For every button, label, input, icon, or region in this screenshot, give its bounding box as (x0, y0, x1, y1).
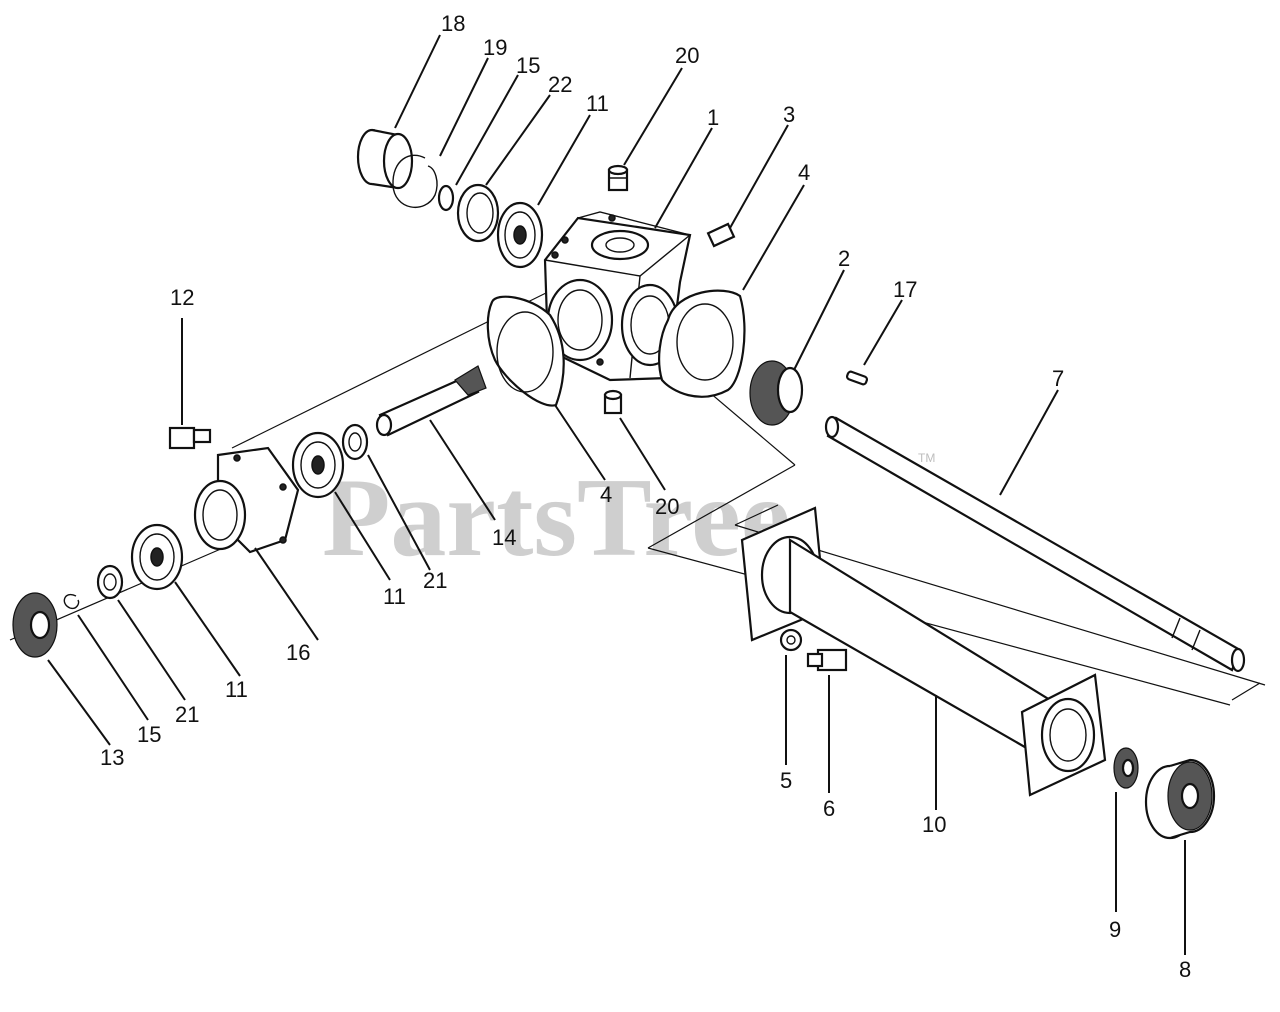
callout-18: 18 (441, 11, 465, 36)
part-3-vent (706, 222, 736, 248)
callout-19: 19 (483, 35, 507, 60)
part-17-key (845, 370, 869, 386)
callout-13: 13 (100, 745, 124, 770)
part-7-axle-shaft (824, 415, 1246, 673)
callout-labels: 18 19 15 22 11 20 1 3 4 2 17 7 12 4 20 1… (100, 11, 1191, 982)
callout-20-top: 20 (675, 43, 699, 68)
part-6-bolt (806, 648, 848, 672)
part-8-bearing (1144, 758, 1216, 840)
callout-12: 12 (170, 285, 194, 310)
callout-10: 10 (922, 812, 946, 837)
part-13-gear (12, 592, 58, 658)
watermark-text: PartsTree (322, 456, 791, 580)
part-20-plug-bottom (603, 389, 623, 415)
part-4-gasket-right (658, 289, 746, 398)
part-5-washer (779, 628, 803, 652)
callout-4-right: 4 (798, 160, 810, 185)
callout-6: 6 (823, 796, 835, 821)
part-19-snap-ring (392, 154, 438, 208)
callout-15-lower: 15 (137, 722, 161, 747)
callout-16: 16 (286, 640, 310, 665)
part-20-plug-top (607, 164, 629, 192)
part-18-sleeve (356, 128, 414, 190)
callout-9: 9 (1109, 917, 1121, 942)
callout-15-top: 15 (516, 53, 540, 78)
part-21-washer-upper (341, 423, 369, 461)
part-9-seal (1113, 747, 1139, 789)
watermark-trademark: TM (918, 451, 935, 465)
part-11-bearing-lower (130, 523, 184, 591)
callout-3: 3 (783, 102, 795, 127)
part-12-bolt (168, 426, 212, 450)
callout-20-bottom: 20 (655, 494, 679, 519)
callout-11-lower: 11 (225, 677, 248, 702)
callout-17: 17 (893, 277, 917, 302)
part-16-bearing-housing (193, 446, 300, 554)
part-2-bevel-gear (749, 360, 804, 426)
callout-11-top: 11 (586, 91, 609, 116)
part-21-washer-lower (96, 564, 124, 600)
callout-11-middle: 11 (383, 584, 406, 609)
part-15-clip-lower (63, 593, 80, 610)
callout-7: 7 (1052, 366, 1064, 391)
callout-2: 2 (838, 246, 850, 271)
callout-21-lower: 21 (175, 702, 199, 727)
part-22-washer (456, 183, 500, 243)
part-11-bearing-top (496, 201, 544, 269)
callout-21-upper: 21 (423, 568, 447, 593)
part-14-pinion-shaft (375, 365, 487, 437)
part-11-bearing-middle (291, 431, 345, 499)
callout-14: 14 (492, 525, 516, 550)
callout-1: 1 (707, 105, 719, 130)
callout-4-left: 4 (600, 482, 612, 507)
leader-lines (47, 34, 1186, 955)
callout-5: 5 (780, 768, 792, 793)
part-10-axle-tube (740, 506, 1107, 797)
part-15-clip-top (437, 184, 455, 212)
callout-22: 22 (548, 72, 572, 97)
callout-8: 8 (1179, 957, 1191, 982)
